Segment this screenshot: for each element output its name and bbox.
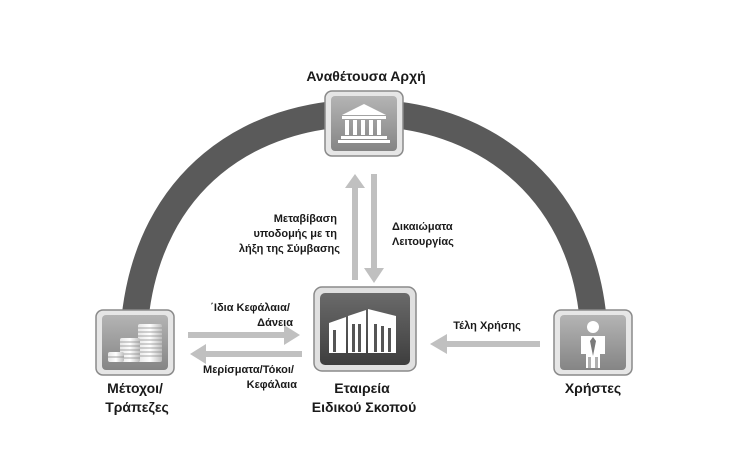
arrow-equity-right [188, 325, 300, 345]
rights-label: Δικαιώματα Λειτουργίας [392, 221, 456, 248]
equity-label-line-1: ΄Ιδια Κεφάλαια/ [210, 302, 290, 314]
shareholders-node [95, 309, 175, 376]
transfer-label-line-2: υποδομής με τη [253, 228, 337, 240]
dividends-label: Μερίσματα/Τόκοι/ Κεφάλαια [203, 364, 297, 391]
arrow-transfer-up [345, 174, 365, 280]
fees-label: Τέλη Χρήσης [453, 320, 521, 332]
shareholders-title-line-2: Τράπεζες [105, 399, 169, 415]
transfer-label-line-3: λήξη της Σύμβασης [239, 243, 340, 255]
shareholders-title: Μέτοχοι/ Τράπεζες [105, 380, 169, 415]
dividends-label-line-2: Κεφάλαια [247, 379, 298, 391]
spv-title-line-1: Εταιρεία [334, 380, 390, 396]
shareholders-title-line-1: Μέτοχοι/ [107, 380, 163, 396]
rights-label-line-1: Δικαιώματα [392, 221, 453, 233]
rights-label-line-2: Λειτουργίας [392, 236, 454, 248]
coin-stack-icon [108, 324, 162, 362]
users-node [553, 309, 633, 376]
transfer-label-line-1: Μεταβίβαση [274, 213, 338, 225]
equity-label-line-2: Δάνεια [257, 317, 293, 329]
authority-node [324, 90, 404, 157]
arrow-fees-left [430, 334, 540, 354]
authority-title: Αναθέτουσα Αρχή [306, 68, 425, 84]
spv-title: Εταιρεία Ειδικού Σκοπού [312, 380, 416, 415]
arrow-rights-down [364, 174, 384, 283]
dividends-label-line-1: Μερίσματα/Τόκοι/ [203, 364, 294, 376]
business-person-icon [581, 321, 605, 368]
spv-node [313, 286, 417, 372]
spv-title-line-2: Ειδικού Σκοπού [312, 399, 416, 415]
equity-label: ΄Ιδια Κεφάλαια/ Δάνεια [210, 302, 293, 329]
arrow-dividends-left [190, 344, 302, 364]
users-title: Χρήστες [565, 380, 621, 396]
transfer-label: Μεταβίβαση υποδομής με τη λήξη της Σύμβα… [239, 213, 340, 255]
government-building-icon [338, 104, 390, 143]
